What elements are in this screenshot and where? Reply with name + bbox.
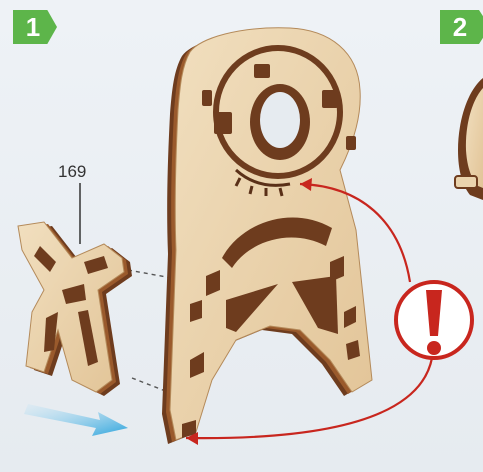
- step-2-partial-part: [455, 78, 483, 200]
- insert-direction-arrow-icon: [24, 404, 128, 436]
- warning-icon: [396, 282, 472, 358]
- part-169-x-piece: [18, 222, 132, 396]
- main-frame-part: [162, 28, 372, 444]
